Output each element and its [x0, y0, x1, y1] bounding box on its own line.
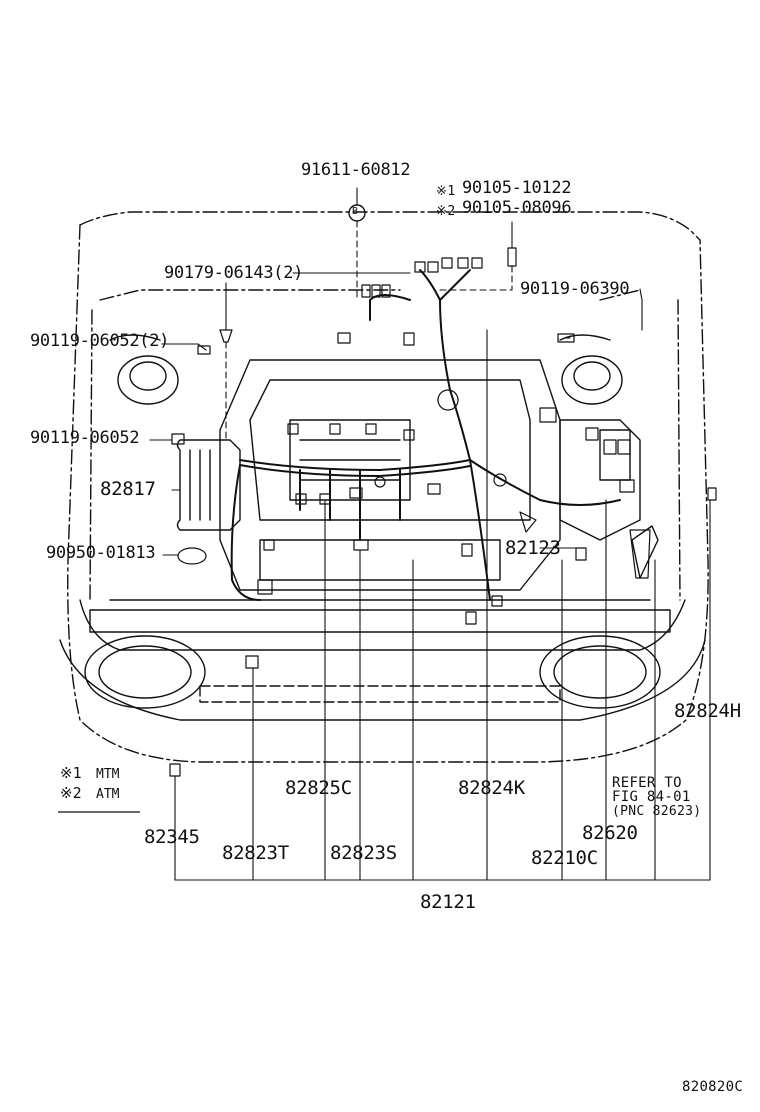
part-label-90119-06390: 90119-06390	[520, 279, 630, 299]
part-label-82817: 82817	[100, 478, 156, 500]
symbol-b: B	[352, 206, 359, 217]
part-label-82824K: 82824K	[458, 777, 525, 799]
mark-2: ※2	[436, 204, 456, 219]
refer-line-1: REFER TO	[612, 775, 682, 791]
part-label-82210C: 82210C	[531, 847, 598, 869]
part-label-82823T: 82823T	[222, 842, 289, 864]
legend-mark-2: ※2	[60, 784, 82, 802]
front-bumper	[59, 599, 706, 721]
right-headlight	[539, 635, 661, 709]
part-label-90105-08096: 90105-08096	[462, 198, 572, 218]
radiator-support	[89, 599, 671, 633]
part-label-90119-06052-2: 90119-06052(2)	[30, 331, 170, 351]
part-label-90119-06052: 90119-06052	[30, 428, 140, 448]
legend-text-atm: ATM	[96, 787, 120, 802]
left-headlight	[84, 635, 206, 709]
part-label-82345: 82345	[144, 826, 200, 848]
figure-code: 820820C	[682, 1079, 744, 1095]
part-label-82121: 82121	[420, 891, 476, 913]
refer-line-3: (PNC 82623)	[612, 804, 702, 819]
left-strut-tower	[109, 334, 179, 405]
engine-block	[219, 359, 561, 591]
right-strut-tower	[559, 334, 623, 405]
hood-outline	[67, 211, 709, 763]
fan-shroud-mark	[631, 525, 659, 579]
part-label-82123: 82123	[505, 537, 561, 559]
fasteners	[169, 247, 717, 777]
part-label-82824H: 82824H	[674, 700, 741, 722]
mark-1: ※1	[436, 184, 456, 199]
air-cleaner	[176, 439, 241, 531]
part-label-90179-06143: 90179-06143(2)	[164, 263, 304, 283]
leader-lines	[149, 187, 717, 881]
part-label-90105-10122: 90105-10122	[462, 178, 572, 198]
refer-line-2: FIG 84-01	[612, 789, 691, 805]
part-label-91611-60812: 91611-60812	[301, 160, 411, 180]
part-label-82823S: 82823S	[330, 842, 397, 864]
part-label-90950-01813: 90950-01813	[46, 543, 156, 563]
legend-text-mtm: MTM	[96, 767, 120, 782]
connectors	[257, 257, 635, 625]
part-label-82620: 82620	[582, 822, 638, 844]
legend-mark-1: ※1	[60, 764, 82, 782]
part-label-82825C: 82825C	[285, 777, 352, 799]
